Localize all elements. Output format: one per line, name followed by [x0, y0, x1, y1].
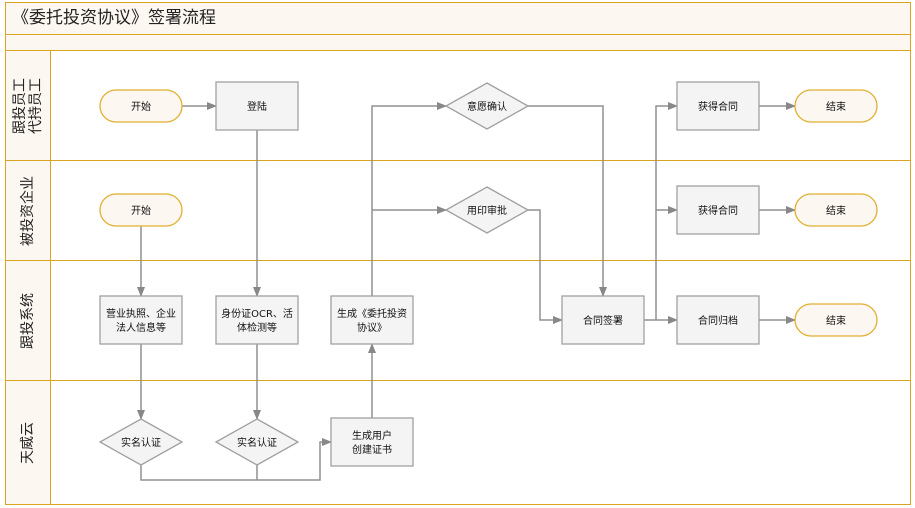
- connector-auth-cert: [140, 438, 332, 481]
- process-shape: [330, 417, 414, 467]
- process-shape: [561, 295, 645, 345]
- connector-seal-sign: [528, 209, 563, 324]
- node-label: 创建证书: [352, 443, 392, 456]
- terminal-shape: [794, 303, 878, 337]
- node-label: 法人信息等: [116, 321, 166, 334]
- node-label: 身份证OCR、活: [221, 307, 293, 320]
- process-shape: [676, 295, 760, 345]
- lane-label-enterprise: 被投资企业: [5, 160, 51, 261]
- node-label: 实名认证: [121, 436, 161, 449]
- decision-shape: [214, 418, 300, 466]
- node-label: 意愿确认: [467, 100, 507, 113]
- node-start1[interactable]: 开始: [99, 89, 183, 123]
- node-end3[interactable]: 结束: [794, 303, 878, 337]
- decision-shape: [444, 186, 530, 234]
- node-intent[interactable]: 意愿确认: [444, 82, 530, 130]
- connector-gen-intent: [371, 102, 447, 296]
- node-label: 协议》: [357, 321, 387, 334]
- node-sign[interactable]: 合同签署: [561, 295, 645, 345]
- node-label: 获得合同: [698, 204, 738, 217]
- node-label: 体检测等: [237, 321, 277, 334]
- terminal-shape: [99, 193, 183, 227]
- terminal-shape: [794, 89, 878, 123]
- lane-tianwei: [50, 380, 911, 505]
- process-shape: [676, 81, 760, 131]
- node-get2[interactable]: 获得合同: [676, 185, 760, 235]
- node-label: 合同归档: [698, 314, 738, 327]
- node-archive[interactable]: 合同归档: [676, 295, 760, 345]
- decision-shape: [98, 418, 184, 466]
- node-get1[interactable]: 获得合同: [676, 81, 760, 131]
- node-label: 结束: [826, 204, 846, 217]
- node-auth2[interactable]: 实名认证: [214, 418, 300, 466]
- diagram-title: 《委托投资协议》签署流程: [5, 2, 911, 35]
- process-shape: [330, 295, 414, 345]
- process-shape: [676, 185, 760, 235]
- node-auth1[interactable]: 实名认证: [98, 418, 184, 466]
- node-label: 结束: [826, 100, 846, 113]
- node-label: 结束: [826, 314, 846, 327]
- connector-intent-sign: [528, 105, 607, 297]
- node-end1[interactable]: 结束: [794, 89, 878, 123]
- node-gen[interactable]: 生成《委托投资协议》: [330, 295, 414, 345]
- node-end2[interactable]: 结束: [794, 193, 878, 227]
- node-label: 开始: [131, 100, 151, 113]
- node-start2[interactable]: 开始: [99, 193, 183, 227]
- node-label: 营业执照、企业: [106, 307, 176, 320]
- lane-label-employee: 跟投员工代持员工: [5, 50, 51, 161]
- node-seal[interactable]: 用印审批: [444, 186, 530, 234]
- node-label: 生成《委托投资: [337, 307, 407, 320]
- node-label: 用印审批: [467, 204, 507, 217]
- node-label: 登陆: [247, 100, 267, 113]
- process-shape: [215, 81, 299, 131]
- node-login[interactable]: 登陆: [215, 81, 299, 131]
- process-shape: [99, 295, 183, 345]
- node-label: 生成用户: [352, 429, 392, 442]
- process-shape: [215, 295, 299, 345]
- node-label: 获得合同: [698, 100, 738, 113]
- node-label: 开始: [131, 204, 151, 217]
- lane-label-system: 跟投系统: [5, 260, 51, 381]
- terminal-shape: [794, 193, 878, 227]
- node-label: 实名认证: [237, 436, 277, 449]
- terminal-shape: [99, 89, 183, 123]
- decision-shape: [444, 82, 530, 130]
- connector-sign-get1: [655, 102, 678, 320]
- node-label: 合同签署: [583, 314, 623, 327]
